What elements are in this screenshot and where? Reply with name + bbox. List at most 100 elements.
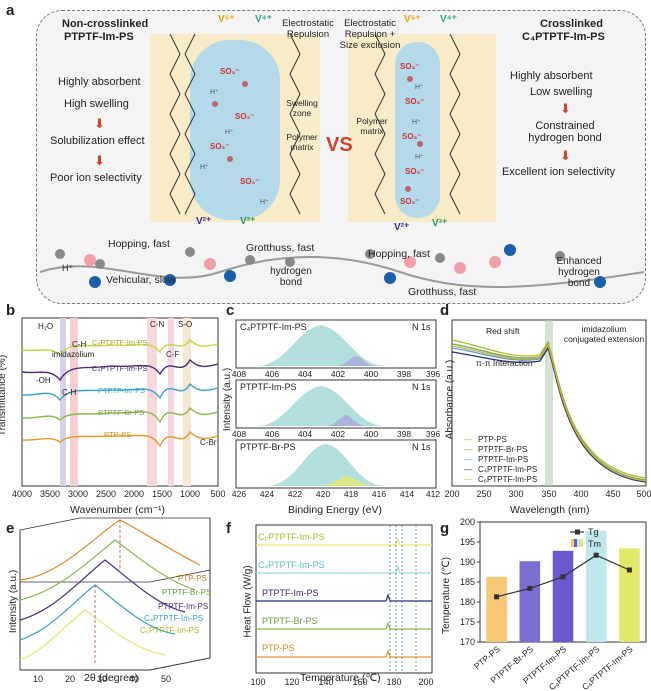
g-legend-tg-marker [575,529,580,535]
b-ann-cbr: C-Br [200,438,217,447]
left-item-1: Highly absorbent [58,76,141,88]
g-ytick-label: 180 [460,597,475,607]
f-xlabel: Temperature (℃) [300,672,381,684]
right-arrow-2: ⬇ [560,148,571,163]
v5-right: V⁵⁺ [404,14,421,25]
g-ytick-label: 185 [460,577,475,587]
svg-text:SO₃⁻: SO₃⁻ [210,142,229,151]
svg-text:50: 50 [161,674,171,684]
svg-text:—: — [464,454,473,464]
v2-left: V²⁺ [196,216,212,227]
svg-text:30: 30 [97,674,107,684]
e-series-3: PTPTF-Im-PS [158,602,209,611]
g-ytick-label: 170 [460,637,475,647]
g-legend-tm-swatch [574,539,577,547]
vehicular-label: Vehicular, slow [106,274,176,286]
svg-text:180: 180 [386,677,401,687]
c-name-1: C₄PTPTF-Im-PS [240,322,307,332]
svg-text:420: 420 [316,489,330,499]
svg-text:140: 140 [318,677,333,687]
f-series-3: PTPTF-Im-PS [262,588,319,598]
e-ylabel: Intensity (a.u.) [8,569,20,634]
left-item-3: Solubilization effect [50,135,145,147]
g-bar [486,576,507,642]
svg-text:3000: 3000 [68,489,88,499]
svg-text:300: 300 [508,489,523,499]
g-bar [552,550,574,642]
svg-text:H⁺: H⁺ [260,199,269,206]
svg-text:SO₃⁻: SO₃⁻ [400,197,419,206]
c-ylabel: Intensity (a.u.) [222,367,234,432]
g-ylabel: Temperature (℃) [440,557,452,634]
g-ytick-label: 200 [460,517,475,527]
g-category-label: PTP-PS [472,644,502,672]
c-name-2: PTPTF-Im-PS [240,382,297,392]
svg-text:404: 404 [298,369,312,379]
svg-text:1500: 1500 [152,489,172,499]
svg-text:H⁺: H⁺ [415,84,424,91]
svg-text:—: — [464,464,473,474]
d-legend-3: PTPTF-Im-PS [478,455,529,464]
panel-a-frame [36,10,646,304]
svg-text:100: 100 [250,677,265,687]
svg-text:—: — [464,444,473,454]
g-legend-tm: Tm [588,539,601,549]
svg-text:500: 500 [636,489,651,499]
svg-text:SO₃⁻: SO₃⁻ [235,112,254,121]
e-xlabel: 2θ (degree) [84,672,139,684]
v5-left: V⁵⁺ [218,14,235,25]
left-channel [190,40,280,220]
v3-left: V³⁺ [240,216,256,227]
svg-text:SO₃⁻: SO₃⁻ [220,67,239,76]
svg-text:2000: 2000 [124,489,144,499]
svg-text:160: 160 [352,677,367,687]
b-series-1: C₆PTPTF-Im-PS [92,338,148,347]
left-arrow-2: ⬇ [94,153,105,168]
f-series-1: C₆PTPTF-Im-PS [258,532,325,542]
g-legend-tm-swatch [577,539,580,547]
svg-text:396: 396 [426,429,440,439]
d-ylabel: Absorbance (a.u.) [444,359,456,440]
panel-a-label: a [6,2,15,19]
right-title-1: Crosslinked [540,18,603,30]
svg-text:400: 400 [364,369,378,379]
v4-right: V⁴⁺ [440,14,457,25]
g-legend-tm-swatch [580,539,583,547]
b-ann-oh: -OH [36,376,51,385]
vs-label: VS [326,134,353,156]
svg-text:424: 424 [260,489,274,499]
left-title-1: Non-crosslinked [62,18,149,30]
svg-text:396: 396 [426,369,440,379]
svg-text:—: — [464,474,473,484]
v4-left: V⁴⁺ [255,14,272,25]
g-tg-point [593,552,599,558]
svg-text:20: 20 [65,674,75,684]
b-ann-ch2: C-H [62,388,77,397]
svg-text:SO₃⁻: SO₃⁻ [400,62,419,71]
svg-text:H⁺: H⁺ [415,154,424,161]
polymer-matrix-left: Polymer matrix [286,132,318,152]
d-legend-1: PTP-PS [478,435,507,444]
e-series-4: C₄PTPTF-Im-PS [144,614,204,623]
svg-text:250: 250 [476,489,491,499]
svg-text:400: 400 [364,429,378,439]
grotthuss-right: Grotthuss, fast [408,286,477,298]
e-series-5: C₆PTPTF-Im-PS [140,626,200,635]
b-series-2: C₄PTPTF-Im-PS [92,364,148,373]
svg-text:406: 406 [265,369,279,379]
b-ann-h2o: H₂O [38,322,54,331]
b-ylabel: Transmittance (%) [0,354,9,437]
panel-e-label: e [6,520,15,537]
svg-text:40: 40 [129,674,139,684]
polymer-chains: SO₃⁻SO₃⁻SO₃⁻SO₃⁻ SO₃⁻SO₃⁻SO₃⁻SO₃⁻SO₃⁻ H⁺… [169,34,461,215]
enhanced-hb: Enhanced hydrogen bond [556,256,602,289]
panel-g-chart: 170175180185190195200PTP-PSPTPTF-Br-PSPT… [460,517,647,691]
grotthuss-left: Grotthuss, fast [246,242,315,254]
b-series-4: PTPTF-Br-PS [98,408,145,417]
d-legend-4: C₄PTPTF-Im-PS [478,465,538,474]
svg-text:398: 398 [397,429,411,439]
g-ytick-label: 195 [460,537,475,547]
c-tag-3: N 1s [412,442,431,452]
